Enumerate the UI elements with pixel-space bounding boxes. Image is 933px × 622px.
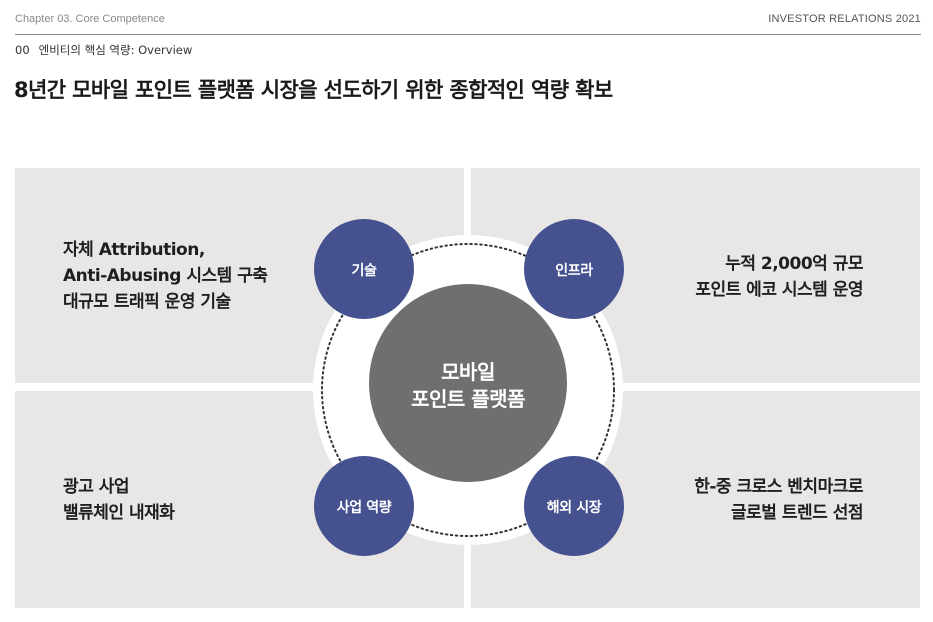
report-label: INVESTOR RELATIONS 2021 xyxy=(768,13,921,25)
text-line: 포인트 에코 시스템 운영 xyxy=(695,280,863,300)
node-overseas-label: 해외 시장 xyxy=(546,500,602,516)
text-line: 밸류체인 내재화 xyxy=(63,503,175,523)
text-line: 글로벌 트렌드 선점 xyxy=(731,503,863,523)
section-number: 00 xyxy=(15,43,30,57)
node-technology-label: 기술 xyxy=(351,263,377,279)
text-line: 한-중 크로스 벤치마크로 xyxy=(694,477,863,497)
text-line: 누적 2,000억 규모 xyxy=(725,254,863,274)
text-line: Anti-Abusing 시스템 구축 xyxy=(63,266,268,286)
quadrant-bottom-left-text: 광고 사업 밸류체인 내재화 xyxy=(63,474,175,526)
quadrant-bottom-right-text: 한-중 크로스 벤치마크로 글로벌 트렌드 선점 xyxy=(694,474,863,526)
header-divider xyxy=(15,34,921,35)
quadrant-top-left-text: 자체 Attribution, Anti-Abusing 시스템 구축 대규모 … xyxy=(63,237,268,315)
text-line: 광고 사업 xyxy=(63,477,129,497)
section-label: 00 엔비티의 핵심 역량: Overview xyxy=(15,42,192,58)
node-infrastructure-label: 인프라 xyxy=(555,263,593,279)
chapter-label: Chapter 03. Core Competence xyxy=(15,13,165,25)
text-line: 자체 Attribution, xyxy=(63,240,205,260)
quadrant-top-right-text: 누적 2,000억 규모 포인트 에코 시스템 운영 xyxy=(695,251,863,303)
text-line: 대규모 트래픽 운영 기술 xyxy=(63,292,231,312)
center-label: 모바일 포인트 플랫폼 xyxy=(378,359,558,413)
center-label-line-1: 모바일 xyxy=(441,360,495,384)
center-label-line-2: 포인트 플랫폼 xyxy=(411,387,525,411)
page-title: 8년간 모바일 포인트 플랫폼 시장을 선도하기 위한 종합적인 역량 확보 xyxy=(14,78,613,102)
node-business-label: 사업 역량 xyxy=(336,500,392,516)
section-title: 엔비티의 핵심 역량: Overview xyxy=(38,43,193,57)
